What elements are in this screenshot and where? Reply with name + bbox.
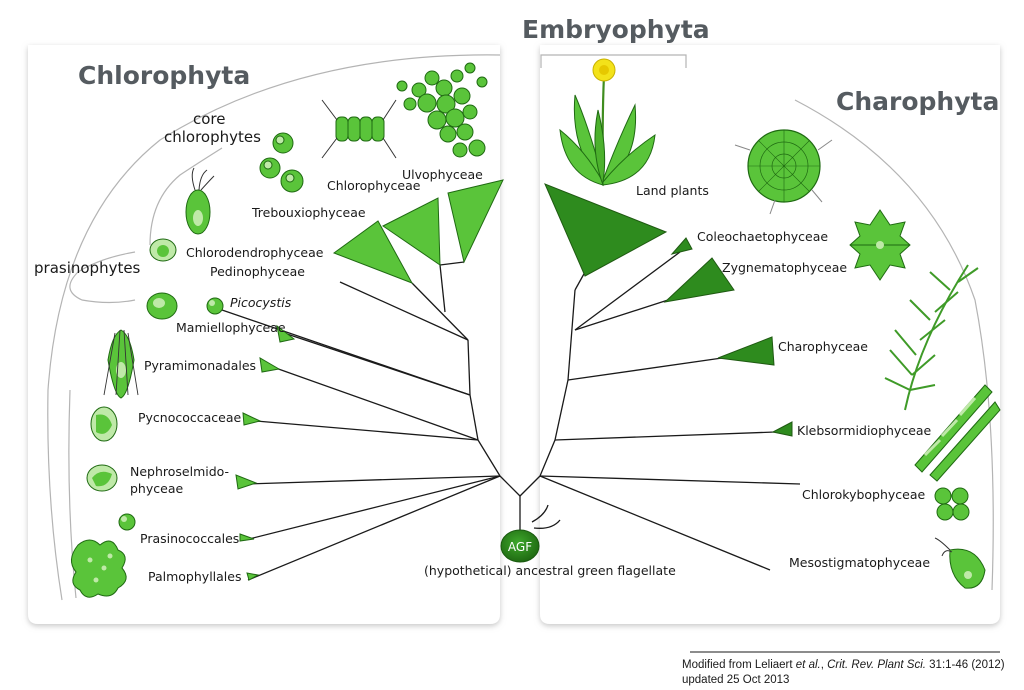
scenedesmus-icon [321,99,397,159]
charophyceae-label: Charophyceae [778,339,868,354]
pyramimonas-icon [103,329,139,399]
chlorophyceae-triangle [382,197,441,266]
picocystis-label: Picocystis [230,295,292,310]
pedinomonas-cell-icon [146,292,178,320]
chlorophyta-arc [47,54,501,601]
ulvophyceae-triangle [447,179,504,264]
trebouxia-cells-icon [259,132,304,193]
pycnococcaceae-triangle [242,412,262,426]
pycnococcaceae-label: Pycnococcaceae [138,410,242,425]
prasinococcus-icon [118,513,136,531]
chara-icon [884,264,979,411]
prasinococcales-label: Prasinococcales [140,531,239,546]
agf-badge [500,529,540,563]
prasinophytes-bracket [69,251,136,304]
citation-line-1: Modified from Leliaert et al., Crit. Rev… [682,659,1005,671]
charophyta-title: Charophyta [836,87,999,116]
dandelion-icon [559,58,656,187]
tree-branches [221,251,801,581]
agf-badge-text: AGF [508,540,532,554]
palmophyllum-icon [71,539,127,598]
chlorophyta-title: Chlorophyta [78,61,250,90]
mesostigma-icon [934,537,986,589]
trebouxiophyceae-triangle [332,220,414,284]
nephroselmidophyceae-triangle [235,474,258,490]
citation-updated: updated 25 Oct 2013 [682,674,789,686]
mesostigmatophyceae-label: Mesostigmatophyceae [789,555,930,570]
land-plants-triangle [544,183,668,277]
core-chlorophytes-label-2: chlorophytes [164,128,261,146]
tetraselmis-icon [185,167,215,235]
nephroselmis-icon [86,464,118,492]
pyramimonadales-label: Pyramimonadales [144,358,256,373]
zygnematophyceae-label: Zygnematophyceae [722,260,847,275]
coleochaete-disc-icon [734,129,833,215]
ulva-thallus-icon [396,62,488,158]
chlorophyceae-label: Chlorophyceae [327,178,421,193]
clade-labels-left: Ulvophyceae Chlorophyceae Trebouxiophyce… [130,167,483,584]
pedinophyceae-label: Pedinophyceae [210,264,305,279]
clade-labels-right: Land plants Coleochaetophyceae Zygnemato… [636,183,932,570]
desmid-icon [849,209,911,281]
coleochaetophyceae-label: Coleochaetophyceae [697,229,828,244]
clade-triangles [235,179,793,581]
pycnococcus-icon [90,406,118,442]
zygnematophyceae-triangle [663,257,735,303]
charophyta-arc [794,99,994,591]
palmophyllales-label: Palmophyllales [148,569,241,584]
coleochaetophyceae-triangle [670,237,693,255]
prasinophytes-arc [68,389,77,599]
agf-root: AGF (hypothetical) ancestral green flage… [424,504,676,578]
embryophyta-title: Embryophyta [522,15,710,44]
core-chlorophytes-label-1: core [193,110,226,128]
chlorokybus-icon [934,487,970,521]
mamiellophyceae-triangle [276,324,296,343]
trebouxiophyceae-label: Trebouxiophyceae [251,205,366,220]
mamiellophyceae-label: Mamiellophyceae [176,320,286,335]
klebsormidium-filaments-icon [914,384,1001,482]
klebsormidiophyceae-triangle [771,421,793,437]
pedinomonas-icon [149,238,177,262]
picocystis-icon [206,297,224,315]
land-plants-label: Land plants [636,183,709,198]
ulvophyceae-label: Ulvophyceae [402,167,483,182]
nephroselmidophyceae-label-1: Nephroselmido- [130,464,229,479]
embryophyta-bracket [540,54,687,68]
klebsormidiophyceae-label: Klebsormidiophyceae [797,423,932,438]
palmophyllales-triangle [246,572,260,581]
prasinophytes-label: prasinophytes [34,259,141,277]
agf-caption: (hypothetical) ancestral green flagellat… [424,563,676,578]
charophyceae-triangle [717,336,775,366]
chlorokybophyceae-label: Chlorokybophyceae [802,487,926,502]
chlorodendrophyceae-label: Chlorodendrophyceae [186,245,324,260]
nephroselmidophyceae-label-2: phyceae [130,481,183,496]
pyramimonadales-triangle [259,357,281,373]
prasinococcales-triangle [239,533,255,542]
core-chlorophytes-bracket [149,147,223,246]
citation: Modified from Leliaert et al., Crit. Rev… [682,651,1005,686]
